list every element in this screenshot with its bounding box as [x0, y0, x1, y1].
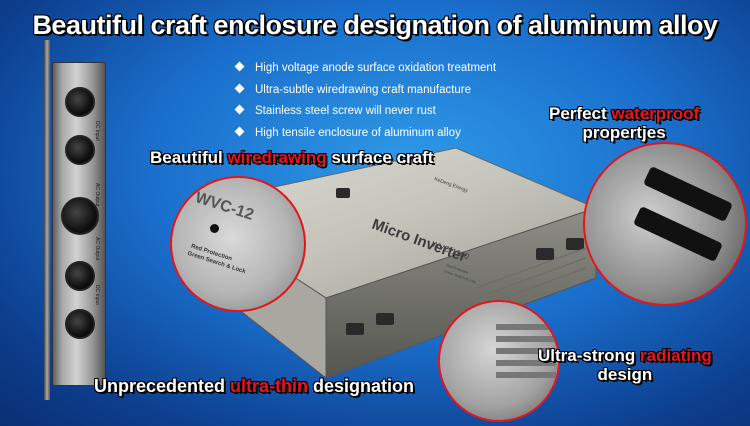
feature-item: High tensile enclosure of aluminum alloy: [234, 123, 496, 145]
cable-connectors: [336, 188, 584, 335]
callout-text: Ultra-strong: [538, 346, 640, 365]
feature-item: Stainless steel screw will never rust: [234, 101, 496, 123]
callout-text: propertjes: [582, 123, 666, 142]
feature-list: High voltage anode surface oxidation tre…: [234, 58, 497, 145]
diamond-bullet-icon: [234, 83, 245, 94]
page-title: Beautiful craft enclosure designation of…: [32, 10, 718, 40]
zoom-circle-connectors: [583, 142, 747, 306]
zoom-circle-label: WVC-12 Red Protection Green Search & Loc…: [170, 176, 306, 312]
diamond-bullet-icon: [234, 105, 245, 115]
callout-radiating: Ultra-strong radiating design: [538, 346, 712, 384]
fin-icon: [496, 348, 556, 354]
callout-highlight: wiredrawing: [227, 148, 327, 167]
feature-text: Ultra-subtle wiredrawing craft manufactu…: [255, 83, 472, 96]
diamond-bullet-icon: [234, 126, 245, 137]
callout-highlight: waterproof: [611, 104, 700, 123]
feature-text: High tensile enclosure of aluminum alloy: [255, 126, 461, 139]
side-device: DC Input AC Output AC Output DC Input: [52, 62, 106, 386]
device-label-line1: Red Protection: [446, 263, 469, 275]
zoom-circle-fins: [438, 300, 560, 422]
side-label: AC Output: [94, 237, 100, 261]
callout-wiredrawing: Beautiful wiredrawing surface craft: [150, 148, 433, 168]
side-label: DC Input: [94, 121, 100, 141]
callout-waterproof: Perfect waterproof propertjes: [549, 104, 699, 142]
side-device-fin: [44, 40, 50, 400]
callout-text: Unprecedented: [94, 376, 231, 396]
callout-highlight: ultra-thin: [230, 376, 309, 396]
dc-connector-icon: [65, 261, 95, 291]
feature-text: Stainless steel screw will never rust: [255, 105, 436, 117]
dc-connector-icon: [65, 135, 95, 165]
dc-connector-icon: [65, 87, 95, 117]
callout-text: Beautiful: [150, 148, 228, 167]
callout-text: surface craft: [326, 148, 434, 167]
fin-icon: [496, 336, 556, 342]
feature-item: Ultra-subtle wiredrawing craft manufactu…: [234, 80, 496, 102]
feature-text: High voltage anode surface oxidation tre…: [255, 62, 497, 74]
ac-connector-icon: [61, 197, 99, 235]
callout-ultrathin: Unprecedented ultra-thin designation: [94, 376, 414, 397]
fin-icon: [496, 360, 556, 366]
feature-item: High voltage anode surface oxidation tre…: [234, 58, 497, 80]
side-label: DC Input: [94, 285, 100, 305]
side-label: AC Output: [94, 183, 100, 207]
fin-icon: [496, 324, 556, 330]
dc-connector-icon: [65, 309, 95, 339]
callout-highlight: radiating: [640, 346, 712, 365]
diamond-bullet-icon: [234, 62, 245, 72]
callout-text: design: [597, 365, 653, 384]
callout-text: designation: [308, 376, 415, 396]
zoom-model-text: WVC-12: [193, 189, 256, 224]
indicator-led-icon: [210, 224, 219, 233]
fin-icon: [496, 372, 556, 378]
callout-text: Perfect: [549, 104, 612, 123]
